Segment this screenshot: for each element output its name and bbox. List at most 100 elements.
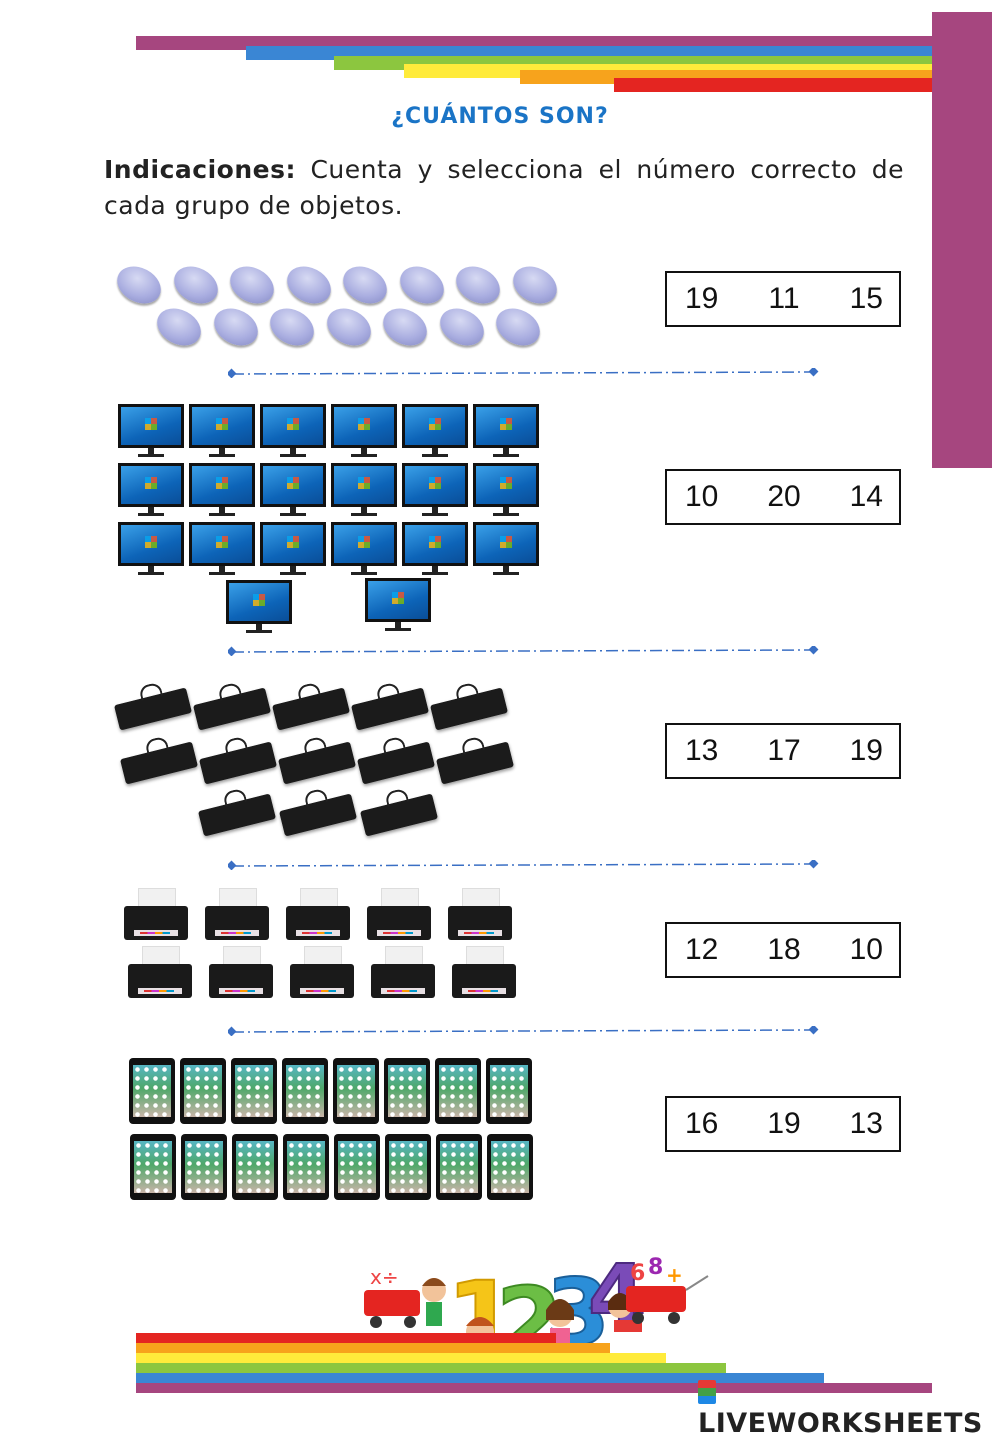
keyboard-icon	[119, 741, 199, 785]
svg-text:+: +	[666, 1263, 683, 1287]
tablet-icon	[231, 1058, 277, 1124]
answer-box-3: 13 17 19	[665, 723, 901, 779]
mouse-icon	[433, 301, 490, 353]
tablet-icon	[435, 1058, 481, 1124]
answer-box-2: 10 20 14	[665, 469, 901, 525]
monitor-icon	[331, 463, 397, 517]
answer-option[interactable]: 14	[849, 480, 883, 513]
printer-icon	[286, 888, 350, 944]
instructions-text: Cuenta y selecciona el número correcto d…	[104, 155, 904, 220]
keyboard-icon	[113, 687, 193, 731]
keyboard-icon	[359, 793, 439, 837]
dashed-divider	[228, 1026, 819, 1036]
monitor-icon	[473, 404, 539, 458]
instructions: Indicaciones: Cuenta y selecciona el núm…	[104, 152, 904, 224]
printer-icon	[371, 946, 435, 1002]
mouse-icon	[150, 301, 208, 353]
printer-icon	[128, 946, 192, 1002]
monitor-icon	[226, 580, 292, 634]
answer-option[interactable]: 20	[767, 480, 801, 513]
mouse-icon	[376, 301, 434, 353]
mouse-icon	[263, 301, 321, 353]
mouse-icon	[223, 259, 281, 311]
answer-option[interactable]: 17	[767, 734, 801, 767]
answer-option[interactable]: 19	[849, 734, 883, 767]
monitor-icon	[189, 404, 255, 458]
dashed-divider	[228, 368, 819, 378]
answer-option[interactable]: 18	[767, 933, 801, 966]
answer-option[interactable]: 19	[685, 282, 719, 315]
answer-option[interactable]: 13	[849, 1107, 883, 1140]
answer-box-4: 12 18 10	[665, 922, 901, 978]
answer-option[interactable]: 19	[767, 1107, 801, 1140]
keyboard-icon	[435, 741, 515, 785]
tablet-icon	[486, 1058, 532, 1124]
monitor-icon	[118, 522, 184, 576]
mouse-icon	[489, 301, 547, 353]
page-title: ¿CUÁNTOS SON?	[391, 104, 609, 129]
answer-option[interactable]: 12	[685, 933, 719, 966]
monitor-icon	[402, 522, 468, 576]
keyboard-icon	[271, 687, 351, 731]
tablet-icon	[232, 1134, 278, 1200]
mouse-icon	[449, 259, 507, 311]
monitor-icon	[473, 522, 539, 576]
monitor-icon	[331, 404, 397, 458]
keyboard-icon	[350, 687, 430, 731]
monitor-icon	[118, 404, 184, 458]
keyboard-icon	[356, 741, 436, 785]
mouse-icon	[506, 259, 563, 311]
answer-option[interactable]: 13	[685, 734, 719, 767]
tablet-icon	[129, 1058, 175, 1124]
keyboard-icon	[192, 687, 272, 731]
keyboard-icon	[277, 741, 357, 785]
tablet-icon	[384, 1058, 430, 1124]
mouse-icon	[320, 301, 377, 353]
monitor-icon	[473, 463, 539, 517]
mouse-icon	[167, 259, 224, 311]
monitor-icon	[260, 463, 326, 517]
svg-text:x÷: x÷	[370, 1265, 399, 1289]
tablet-icon	[282, 1058, 328, 1124]
printer-icon	[290, 946, 354, 1002]
keyboard-icon	[197, 793, 277, 837]
answer-box-1: 19 11 15	[665, 271, 901, 327]
mouse-icon	[393, 259, 450, 311]
svg-text:6: 6	[630, 1261, 645, 1286]
answer-option[interactable]: 11	[768, 282, 800, 315]
mouse-icon	[280, 259, 337, 311]
side-purple-bar	[932, 12, 992, 468]
monitor-icon	[365, 578, 431, 632]
watermark: LIVEWORKSHEETS	[698, 1377, 1000, 1439]
tablet-icon	[334, 1134, 380, 1200]
instructions-label: Indicaciones:	[104, 155, 296, 184]
tablet-icon	[487, 1134, 533, 1200]
answer-option[interactable]: 10	[685, 480, 719, 513]
answer-box-5: 16 19 13	[665, 1096, 901, 1152]
mouse-icon	[110, 259, 168, 311]
monitor-icon	[260, 404, 326, 458]
printer-icon	[367, 888, 431, 944]
monitor-icon	[402, 404, 468, 458]
mouse-icon	[207, 301, 264, 353]
printer-icon	[209, 946, 273, 1002]
tablet-icon	[436, 1134, 482, 1200]
keyboard-icon	[278, 793, 358, 837]
dashed-divider	[228, 646, 819, 656]
printer-icon	[124, 888, 188, 944]
liveworksheets-logo-icon	[698, 1380, 716, 1404]
answer-option[interactable]: 16	[685, 1107, 719, 1140]
printer-icon	[205, 888, 269, 944]
keyboard-icon	[429, 687, 509, 731]
printer-icon	[448, 888, 512, 944]
monitor-icon	[260, 522, 326, 576]
monitor-icon	[189, 522, 255, 576]
monitor-icon	[331, 522, 397, 576]
tablet-icon	[385, 1134, 431, 1200]
mouse-icon	[336, 259, 394, 311]
keyboard-icon	[198, 741, 278, 785]
monitor-icon	[118, 463, 184, 517]
answer-option[interactable]: 10	[849, 933, 883, 966]
monitor-icon	[402, 463, 468, 517]
answer-option[interactable]: 15	[849, 282, 883, 315]
